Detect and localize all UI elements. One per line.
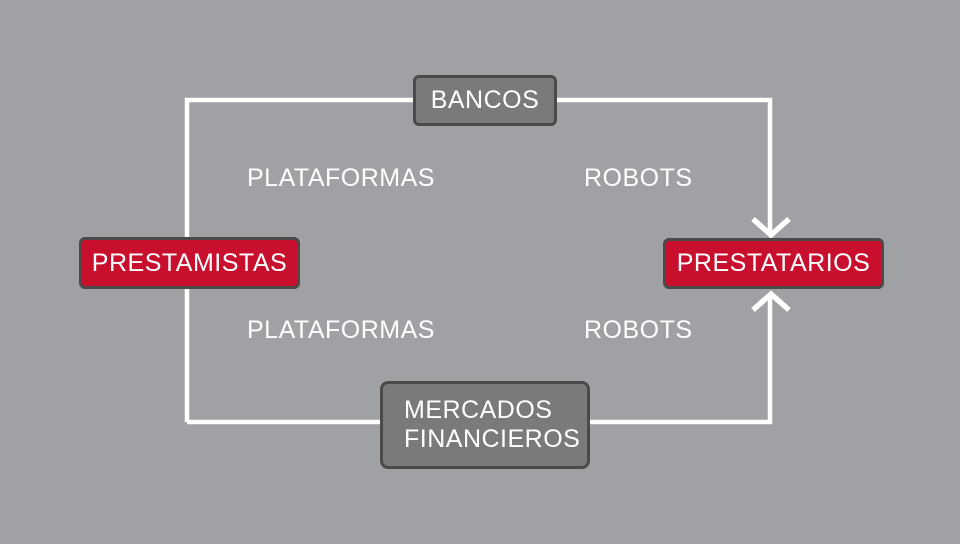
label-plataformas-top: PLATAFORMAS: [247, 164, 435, 192]
node-prestatarios: PRESTATARIOS: [663, 238, 884, 289]
label-plataformas-bottom: PLATAFORMAS: [247, 316, 435, 344]
node-mercados-financieros: MERCADOS FINANCIEROS: [380, 381, 590, 469]
label-robots-top: ROBOTS: [584, 164, 693, 192]
node-bancos: BANCOS: [413, 75, 557, 126]
node-prestamistas-label: PRESTAMISTAS: [91, 248, 288, 277]
node-prestamistas: PRESTAMISTAS: [79, 237, 300, 289]
node-prestatarios-label: PRESTATARIOS: [676, 249, 871, 277]
arrow-up-icon: [751, 290, 791, 313]
node-bancos-label: BANCOS: [430, 86, 540, 114]
node-mercados-financieros-label: MERCADOS FINANCIEROS: [404, 396, 581, 453]
label-robots-bottom: ROBOTS: [584, 316, 693, 344]
arrow-down-icon: [751, 216, 791, 239]
